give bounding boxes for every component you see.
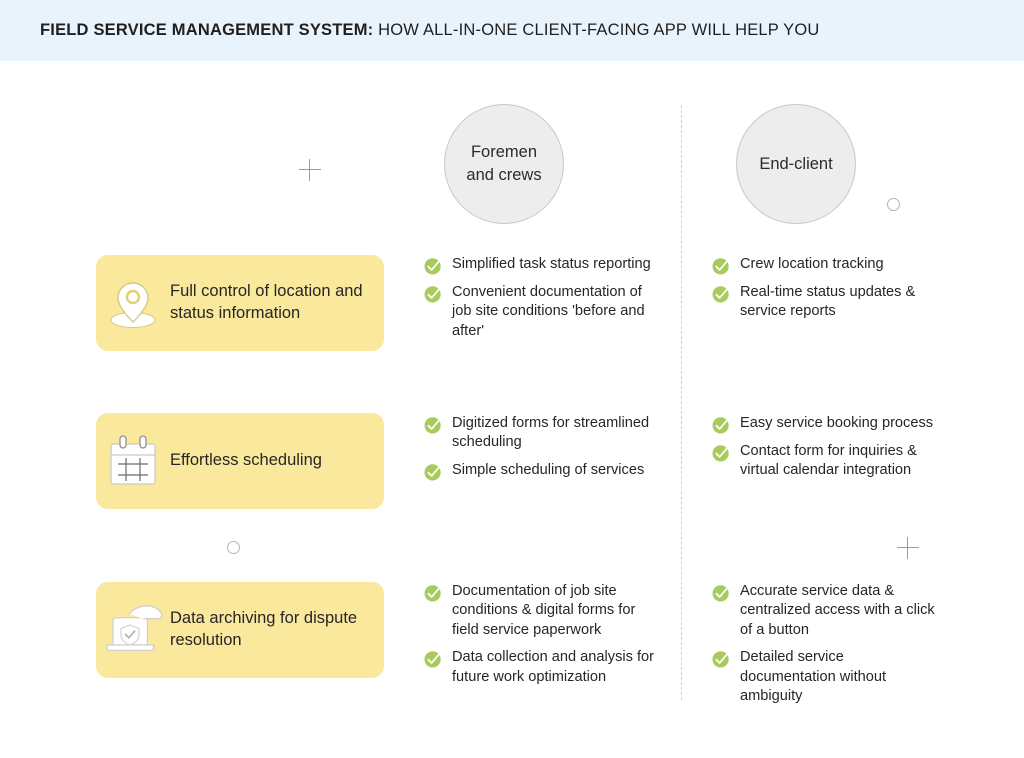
benefit-item: Crew location tracking: [712, 255, 942, 275]
check-circle-icon: [712, 257, 730, 275]
benefit-group: Documentation of job site conditions & d…: [424, 582, 664, 695]
benefit-item: Simplified task status reporting: [424, 255, 664, 275]
benefit-text: Real-time status updates & service repor…: [740, 284, 916, 320]
benefit-text: Crew location tracking: [740, 256, 884, 272]
circle-mark-icon: [887, 198, 900, 211]
check-circle-icon: [712, 584, 730, 602]
benefit-item: Convenient documentation of job site con…: [424, 283, 664, 341]
circle-mark-icon: [227, 541, 240, 554]
benefit-text: Easy service booking process: [740, 415, 934, 431]
benefit-item: Detailed service documentation without a…: [712, 648, 942, 706]
calendar-icon: [96, 426, 170, 496]
plus-mark-icon: [299, 159, 321, 181]
check-circle-icon: [424, 416, 442, 434]
persona-foremen-and-crews: Foremen and crews: [444, 104, 564, 224]
feature-card-label: Effortless scheduling: [170, 451, 322, 470]
benefit-item: Easy service booking process: [712, 414, 942, 434]
feature-card-label: Data archiving for dispute resolution: [170, 609, 358, 649]
benefit-text: Detailed service documentation without a…: [740, 649, 887, 705]
benefit-text: Digitized forms for streamlined scheduli…: [452, 415, 650, 451]
plus-mark-icon: [897, 537, 919, 559]
infographic-canvas: Foremen and crews End-client Full contro…: [0, 61, 1024, 758]
benefit-item: Contact form for inquiries & virtual cal…: [712, 442, 942, 481]
benefit-group: Crew location tracking Real-time status …: [712, 255, 942, 330]
feature-card: Full control of location and status info…: [96, 255, 384, 351]
column-divider: [681, 105, 682, 700]
persona-end-client: End-client: [736, 104, 856, 224]
location-pin-icon: [96, 268, 170, 338]
check-circle-icon: [712, 285, 730, 303]
benefit-text: Simplified task status reporting: [452, 256, 651, 272]
check-circle-icon: [712, 444, 730, 462]
benefit-item: Real-time status updates & service repor…: [712, 283, 942, 322]
benefit-text: Contact form for inquiries & virtual cal…: [740, 443, 917, 479]
check-circle-icon: [712, 650, 730, 668]
check-circle-icon: [424, 584, 442, 602]
feature-card: Data archiving for dispute resolution: [96, 582, 384, 678]
benefit-group: Accurate service data & centralized acce…: [712, 582, 942, 714]
page-title-strong: FIELD SERVICE MANAGEMENT SYSTEM:: [40, 21, 374, 39]
benefit-item: Accurate service data & centralized acce…: [712, 582, 942, 640]
laptop-shield-icon: [96, 595, 170, 665]
feature-card: Effortless scheduling: [96, 413, 384, 509]
benefit-text: Convenient documentation of job site con…: [452, 284, 645, 339]
check-circle-icon: [424, 257, 442, 275]
benefit-text: Accurate service data & centralized acce…: [740, 583, 935, 638]
check-circle-icon: [424, 650, 442, 668]
page-title-light: HOW ALL-IN-ONE CLIENT-FACING APP WILL HE…: [373, 21, 820, 39]
feature-card-label: Full control of location and status info…: [170, 282, 363, 322]
benefit-group: Digitized forms for streamlined scheduli…: [424, 414, 664, 489]
persona-label-line1: End-client: [759, 154, 833, 173]
benefit-text: Documentation of job site conditions & d…: [452, 583, 636, 638]
benefit-group: Easy service booking process Contact for…: [712, 414, 942, 489]
benefit-item: Documentation of job site conditions & d…: [424, 582, 664, 640]
check-circle-icon: [424, 285, 442, 303]
benefit-text: Data collection and analysis for future …: [452, 649, 654, 685]
header-band: FIELD SERVICE MANAGEMENT SYSTEM: HOW ALL…: [0, 0, 1024, 61]
benefit-item: Simple scheduling of services: [424, 461, 664, 481]
check-circle-icon: [712, 416, 730, 434]
check-circle-icon: [424, 463, 442, 481]
page-title: FIELD SERVICE MANAGEMENT SYSTEM: HOW ALL…: [40, 21, 820, 40]
persona-label-line2: and crews: [466, 166, 542, 184]
benefit-text: Simple scheduling of services: [452, 461, 645, 478]
benefit-item: Digitized forms for streamlined scheduli…: [424, 414, 664, 453]
persona-label-line1: Foremen: [470, 143, 537, 162]
benefit-item: Data collection and analysis for future …: [424, 648, 664, 687]
benefit-group: Simplified task status reporting Conveni…: [424, 255, 664, 349]
